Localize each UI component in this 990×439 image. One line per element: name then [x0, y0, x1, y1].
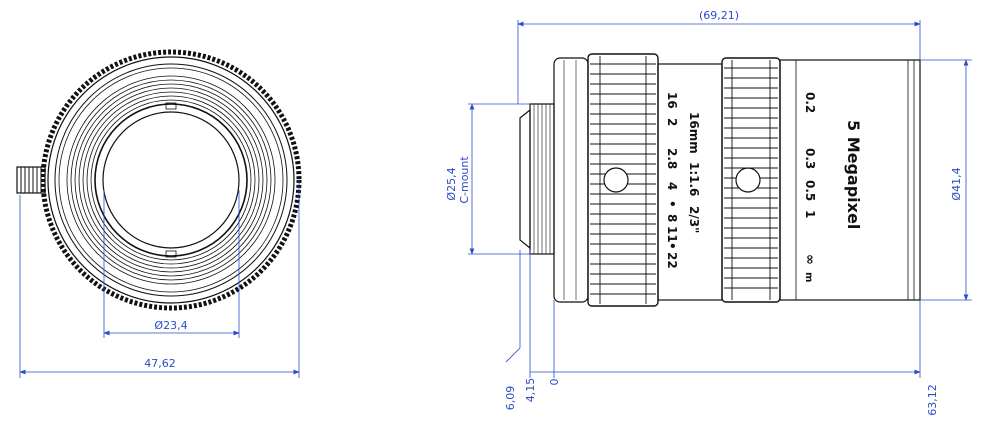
front-dimensions: Ø23,4 47,62: [19, 180, 300, 378]
front-view: [16, 49, 302, 311]
focus-0-3: 0.3: [803, 148, 817, 169]
offset-b-label: 4,15: [524, 378, 537, 403]
aperture-22: 22: [665, 252, 679, 269]
brand-text: 5 Megapixel: [844, 120, 863, 229]
body-length-label: 63,12: [926, 384, 939, 416]
focus-unit: m: [803, 272, 814, 282]
lens-markings: 16 2 2.8 4 • 8 11 • 22 16mm 1:1.6 2/3" 0…: [665, 92, 863, 282]
sensor-format: 2/3": [687, 206, 701, 233]
focus-0-5: 0.5: [803, 180, 817, 201]
focus-0-2: 0.2: [803, 92, 817, 113]
aperture-knurl: [590, 56, 656, 304]
aperture-2-8: 2.8: [665, 148, 679, 169]
front-width-label: 47,62: [144, 357, 176, 370]
mount-diameter-label: Ø25,4: [445, 167, 458, 200]
aperture-4: 4: [665, 182, 679, 190]
side-dimensions: (69,21) Ø41,4 Ø25,4 C-mount 6,09 4,15 0 …: [445, 9, 972, 416]
mount-type-label: C-mount: [458, 156, 471, 204]
origin-label: 0: [548, 379, 561, 386]
offset-a-label: 6,09: [504, 386, 517, 411]
c-mount-thread: [519, 103, 555, 255]
focus-infinity: ∞: [802, 254, 817, 265]
aperture-dot-2: •: [665, 242, 679, 250]
overall-length-label: (69,21): [699, 9, 739, 22]
aperture-11: 11: [665, 226, 679, 243]
inner-diameter-label: Ø23,4: [154, 319, 187, 332]
outer-diameter-label: Ø41,4: [950, 167, 963, 200]
aperture-dot-1: •: [665, 200, 679, 208]
aperture-2: 2: [665, 118, 679, 126]
aperture-lock-screw: [603, 167, 629, 193]
focus-1: 1: [803, 210, 817, 218]
aperture-ratio: 1:1.6: [687, 162, 701, 196]
set-screw: [16, 166, 46, 194]
side-view: [519, 53, 921, 307]
aperture-16: 16: [665, 92, 679, 109]
aperture-8: 8: [665, 214, 679, 222]
focus-lock-screw: [735, 167, 761, 193]
focal-length: 16mm: [687, 112, 701, 154]
